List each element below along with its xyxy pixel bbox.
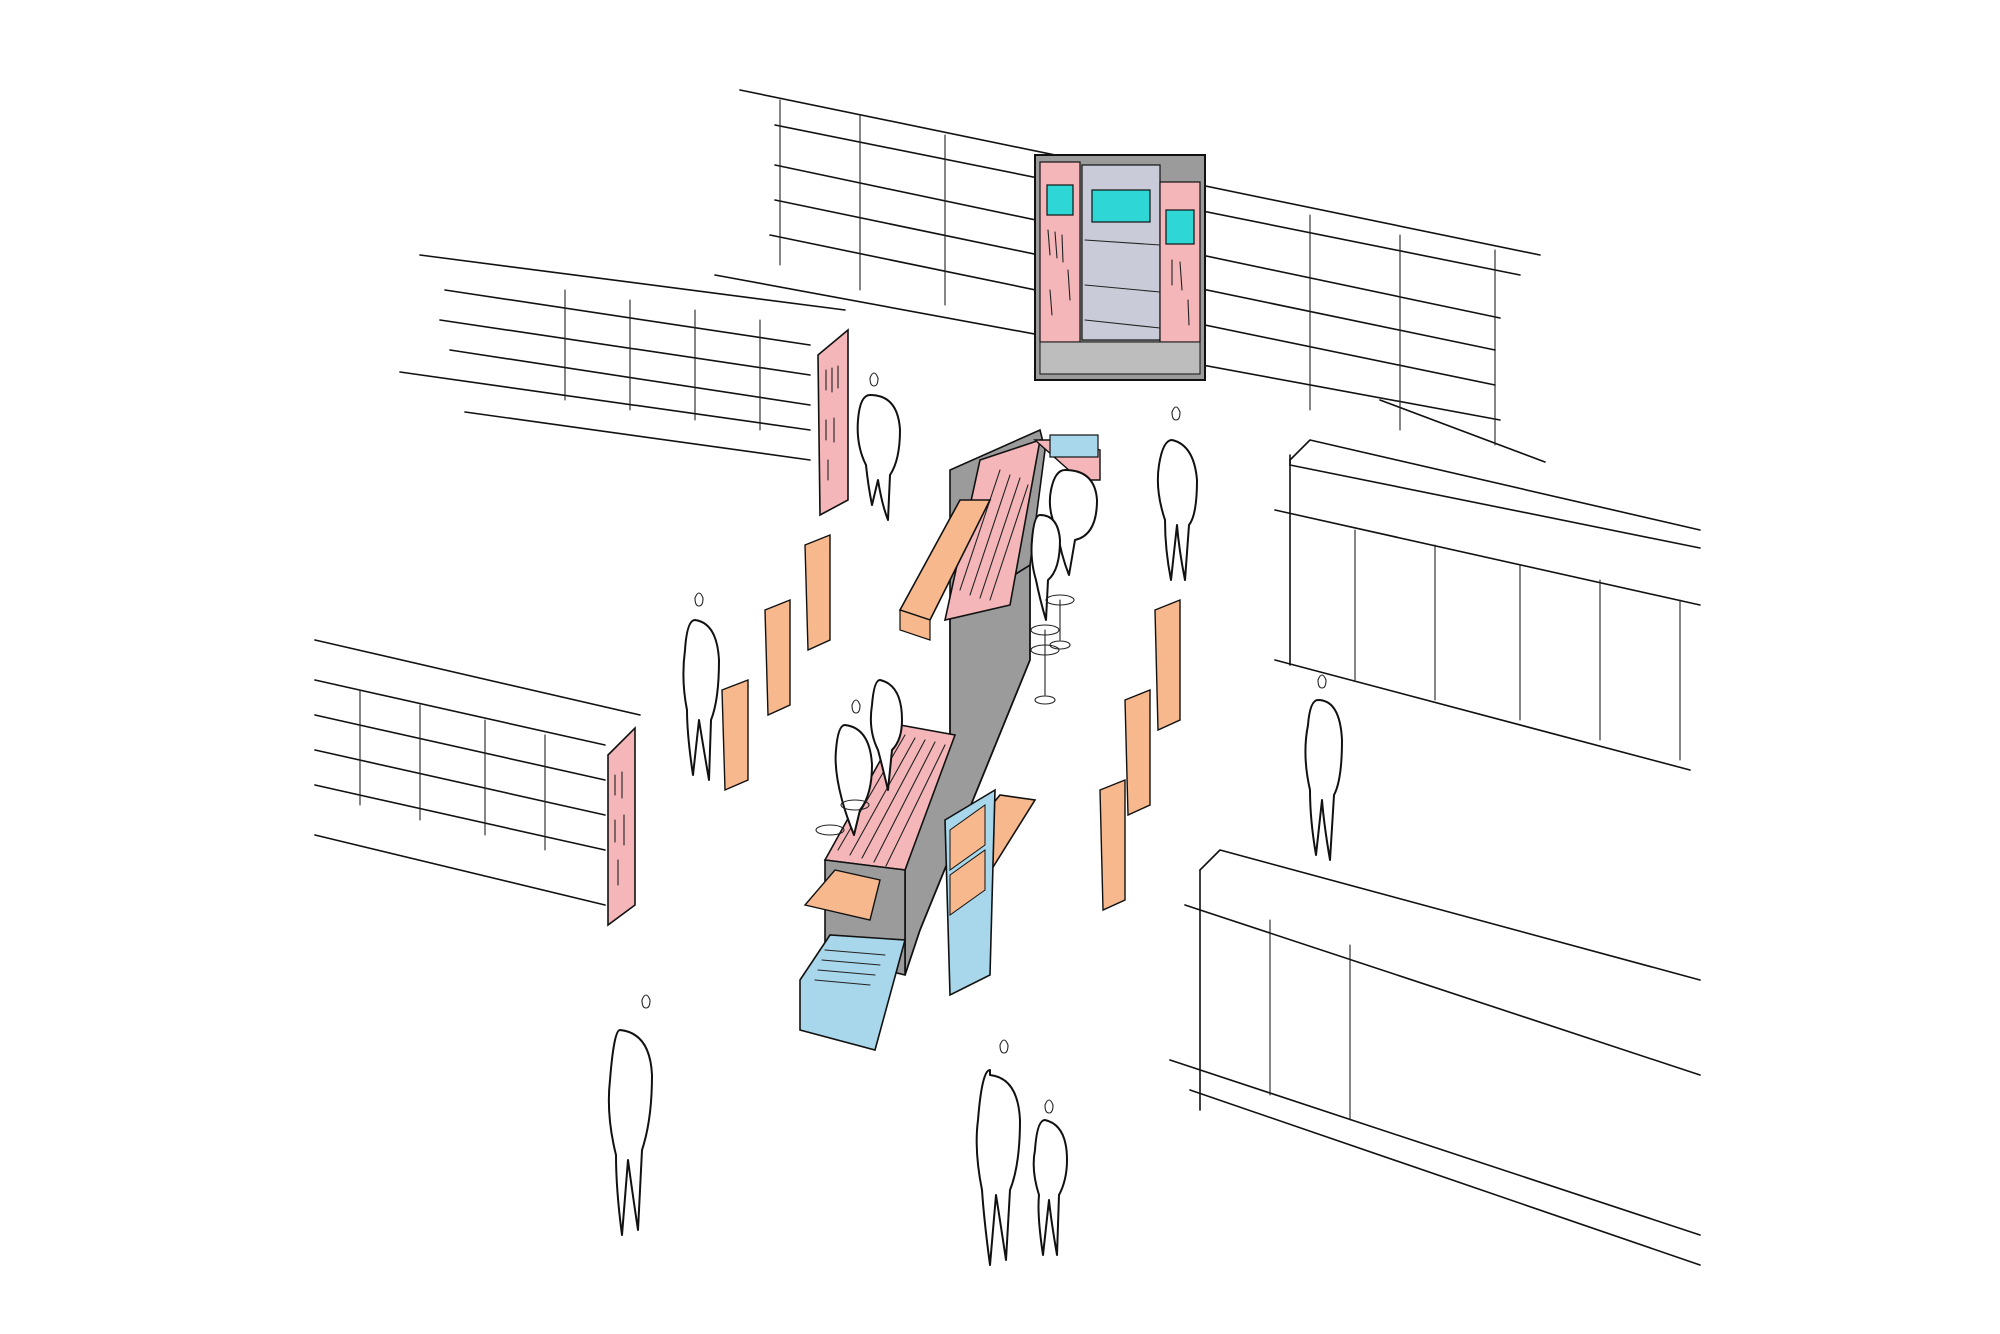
island-end-table — [799, 934, 907, 1051]
feature-screen-right — [1165, 209, 1195, 245]
feature-screen-center — [1091, 189, 1151, 223]
person-2 — [1156, 439, 1198, 581]
stool-5 — [815, 824, 845, 836]
person-7 — [834, 724, 873, 836]
left-upper-shelving — [399, 254, 849, 517]
stool-3 — [1030, 644, 1060, 656]
left-upper-endcap — [817, 328, 849, 517]
right-upper-shelving — [1274, 439, 1701, 771]
pillar-4 — [1154, 598, 1181, 732]
right-lower-shelving — [1169, 849, 1701, 1266]
person-10 — [975, 1069, 1021, 1266]
stools — [815, 594, 1075, 836]
pillar-6 — [1099, 778, 1126, 912]
person-8 — [1304, 699, 1343, 861]
person-6 — [869, 679, 903, 791]
pillar-5 — [1124, 688, 1151, 817]
person-9 — [607, 1029, 653, 1236]
island-upper-blue-cap — [1049, 434, 1099, 458]
person-11-child — [1032, 1119, 1068, 1256]
person-5 — [682, 619, 720, 781]
pillar-1 — [804, 533, 831, 652]
people — [607, 372, 1343, 1266]
feature-screen-left — [1046, 184, 1074, 216]
back-feature-display — [1034, 154, 1206, 381]
person-3 — [1048, 469, 1098, 576]
central-island — [799, 428, 1101, 1051]
person-1 — [856, 394, 901, 521]
person-4 — [1030, 514, 1061, 621]
left-lower-endcap — [607, 726, 636, 927]
orange-bench-lower-left — [803, 869, 881, 921]
orange-pillars — [721, 533, 1181, 912]
stool-4 — [840, 799, 870, 811]
left-lower-shelving — [314, 639, 641, 927]
pillar-3 — [721, 678, 749, 792]
pillar-2 — [764, 598, 791, 717]
back-wall-shelving — [714, 89, 1546, 463]
